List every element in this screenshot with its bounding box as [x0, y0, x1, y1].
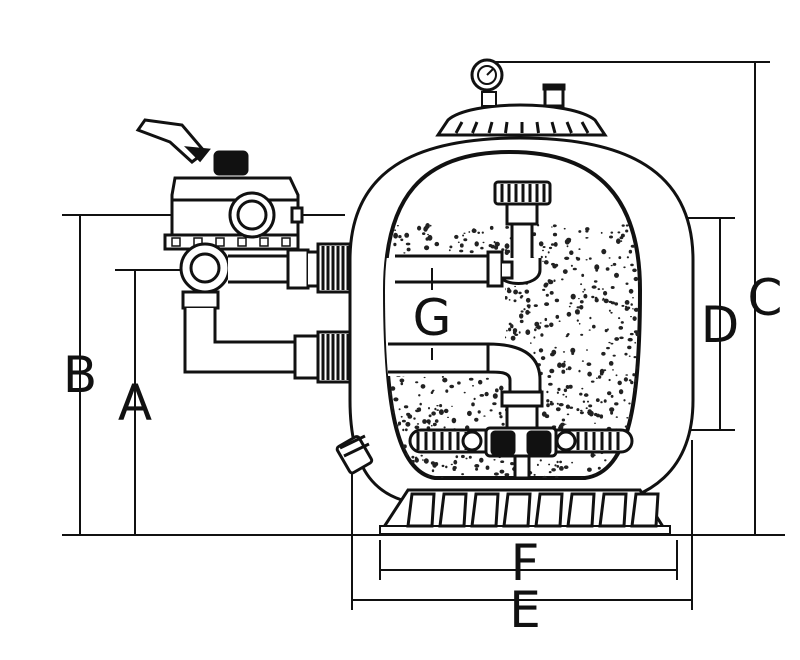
union-fittings — [316, 242, 352, 384]
label-g: G — [413, 289, 452, 347]
upper-diffuser — [493, 180, 552, 285]
label-c: C — [748, 269, 783, 327]
label-b: B — [63, 346, 97, 404]
label-a: A — [118, 374, 152, 432]
dimension-labels: A B C D E F G — [63, 269, 783, 639]
gauge-stem — [481, 91, 497, 107]
label-f: F — [511, 534, 540, 592]
inner-vessel — [382, 149, 643, 480]
multiport-valve — [135, 118, 325, 380]
drain-plug — [335, 434, 374, 475]
outlet-pipe-internal — [388, 342, 544, 430]
handle-knob — [213, 150, 249, 176]
air-release-valve — [543, 86, 565, 108]
base-stand — [379, 488, 671, 535]
top-cover — [435, 58, 608, 137]
label-e: E — [509, 581, 541, 639]
label-d: D — [701, 296, 740, 354]
inlet-pipe-internal — [395, 250, 514, 288]
dimension-lines — [62, 61, 785, 610]
lateral-collector — [408, 426, 634, 480]
